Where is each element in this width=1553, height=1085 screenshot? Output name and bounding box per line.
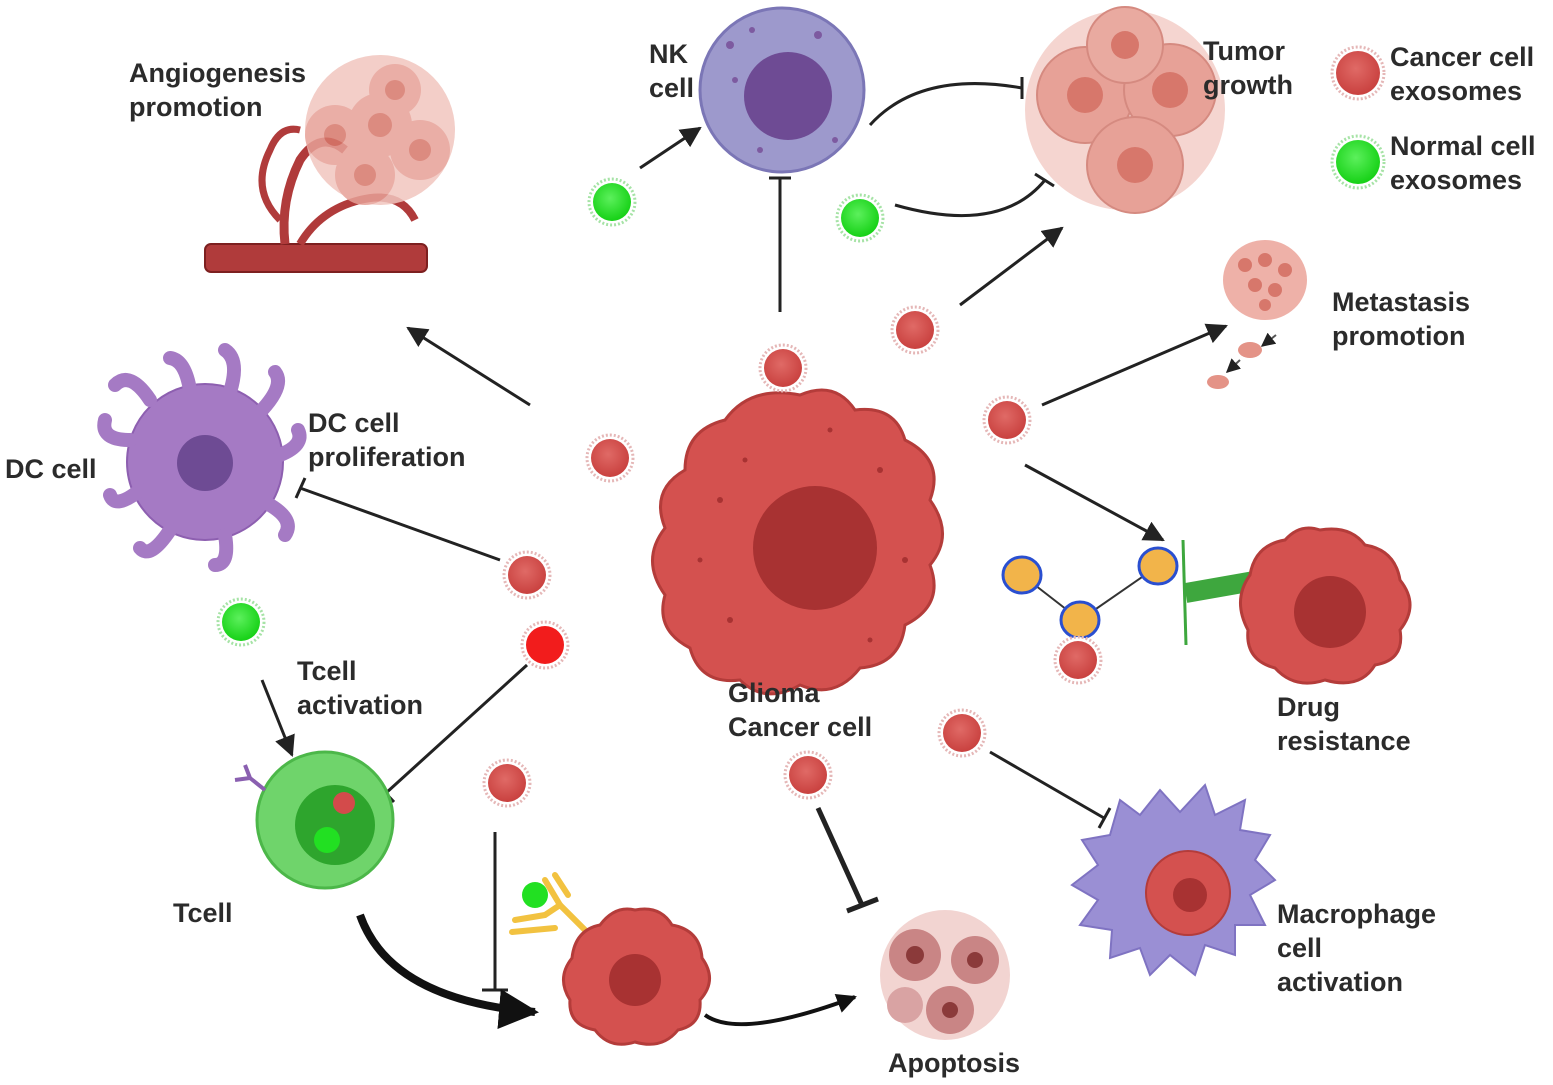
- label-macrophage-line1: Macrophage: [1277, 899, 1437, 929]
- label-metastasis-line2: promotion: [1332, 321, 1466, 351]
- arrow-to-nk-cell: [639, 126, 702, 170]
- antibody: [509, 872, 593, 938]
- label-glioma-line1: Glioma: [728, 678, 820, 708]
- tumor-mass-angiogenesis: [305, 55, 455, 205]
- label-dc-prolif-line1: DC cell: [308, 408, 400, 438]
- drug-efflux-pump: [1183, 571, 1257, 603]
- inhibit-dc-proliferation: [299, 486, 501, 562]
- dc-cell-nucleus: [177, 435, 233, 491]
- arrow-to-metastasis: [1041, 323, 1228, 407]
- drug-barrier: [1181, 539, 1188, 646]
- cancer-exosome: [937, 708, 987, 758]
- arrow-tcell-to-cancer: [356, 913, 539, 1029]
- label-tcell-act-line2: activation: [297, 690, 424, 720]
- label-dc-prolif-line2: proliferation: [308, 442, 466, 472]
- drug-resistance-illustration: [1001, 526, 1412, 685]
- arrow-to-angiogenesis: [406, 326, 531, 407]
- nk-cell-nucleus: [744, 52, 832, 140]
- targeted-cancer-cell: [562, 907, 711, 1046]
- cancer-exosome: [783, 750, 833, 800]
- tumor-growth-illustration: [1025, 6, 1225, 214]
- glioma-cancer-cell: [651, 388, 944, 696]
- arrow-cancer-to-apoptosis: [703, 993, 857, 1027]
- arrow-to-tcell: [260, 679, 295, 757]
- label-tcell-activation: Tcell activation: [297, 654, 423, 722]
- legend-normal-line1: Normal cell: [1390, 131, 1536, 161]
- label-metastasis: Metastasis promotion: [1332, 285, 1470, 353]
- inhibit-apoptosis: [815, 806, 865, 907]
- exosomes: [216, 177, 1103, 808]
- drug-node: [1001, 555, 1043, 595]
- arrow-to-tumor-growth: [959, 226, 1064, 307]
- legend-normal-exosome-swatch: [1330, 134, 1386, 190]
- connectors: [260, 77, 1228, 992]
- legend-cancer-line2: exosomes: [1390, 76, 1523, 106]
- normal-exosome: [587, 177, 637, 227]
- inhibit-tumor-from-normal-exosome: [894, 179, 1047, 218]
- inhibit-tumor-from-nk: [868, 82, 1023, 127]
- inhibit-tcell-activation: [384, 663, 529, 795]
- cancer-exosome: [502, 550, 552, 600]
- legend-cancer-exosome-swatch: [1330, 45, 1386, 101]
- legend-normal-line2: exosomes: [1390, 165, 1523, 195]
- legend-cancer-line1: Cancer cell: [1390, 42, 1535, 72]
- label-drug-resistance: Drug resistance: [1277, 690, 1411, 758]
- metastasis-illustration: [1207, 240, 1307, 389]
- label-drug-line1: Drug: [1277, 692, 1340, 722]
- cancer-exosome: [482, 758, 532, 808]
- label-angiogenesis: Angiogenesis promotion: [129, 56, 306, 124]
- legend-cancer-exosome-label: Cancer cell exosomes: [1390, 40, 1534, 108]
- label-tumor-growth: Tumor growth: [1203, 34, 1293, 102]
- glioma-nucleus: [753, 486, 877, 610]
- label-nk-cell: NK cell: [649, 37, 694, 105]
- normal-exosome: [835, 193, 885, 243]
- dc-cell: [97, 343, 307, 572]
- inhibit-macrophage-activation: [989, 750, 1105, 820]
- label-drug-line2: resistance: [1277, 726, 1411, 756]
- nk-cell: [698, 6, 866, 174]
- normal-exosome: [216, 597, 266, 647]
- arrow-to-drug-resistance: [1024, 463, 1165, 542]
- legend-normal-exosome-label: Normal cell exosomes: [1390, 129, 1536, 197]
- label-nk-line2: cell: [649, 73, 695, 103]
- drug-node: [1137, 546, 1179, 586]
- apoptosis-illustration: [880, 910, 1010, 1040]
- label-tcell: Tcell: [173, 898, 233, 928]
- cancer-exosome: [890, 305, 940, 355]
- cancer-exosome: [585, 433, 635, 483]
- label-glioma-line2: Cancer cell: [728, 712, 873, 742]
- drug-resistant-cancer-cell: [1239, 526, 1412, 685]
- label-dc-proliferation: DC cell proliferation: [308, 406, 466, 474]
- label-macrophage: Macrophage cell activation: [1277, 897, 1436, 999]
- cancer-exosome-bright: [520, 620, 570, 670]
- bound-normal-exosome: [522, 882, 548, 908]
- label-angiogenesis-line1: Angiogenesis: [129, 58, 307, 88]
- label-tumor-line1: Tumor: [1203, 36, 1285, 66]
- angiogenesis-illustration: [204, 55, 455, 273]
- cancer-exosome: [1053, 635, 1103, 685]
- cancer-exosome: [758, 343, 808, 393]
- cancer-exosome: [982, 395, 1032, 445]
- label-macrophage-line3: activation: [1277, 967, 1404, 997]
- t-cell: [234, 750, 395, 890]
- legend: [1330, 45, 1386, 190]
- label-apoptosis: Apoptosis: [888, 1048, 1020, 1078]
- macrophage: [1070, 783, 1277, 977]
- label-macrophage-line2: cell: [1277, 933, 1323, 963]
- label-angiogenesis-line2: promotion: [129, 92, 263, 122]
- label-tcell-act-line1: Tcell: [297, 656, 357, 686]
- label-nk-line1: NK: [649, 39, 688, 69]
- label-glioma: Glioma Cancer cell: [728, 676, 872, 744]
- blood-vessel: [204, 243, 428, 273]
- drug-node: [1059, 600, 1101, 640]
- t-cell-receptor: [234, 764, 267, 792]
- label-dc-cell: DC cell: [5, 454, 97, 484]
- label-metastasis-line1: Metastasis: [1332, 287, 1471, 317]
- label-tumor-line2: growth: [1203, 70, 1293, 100]
